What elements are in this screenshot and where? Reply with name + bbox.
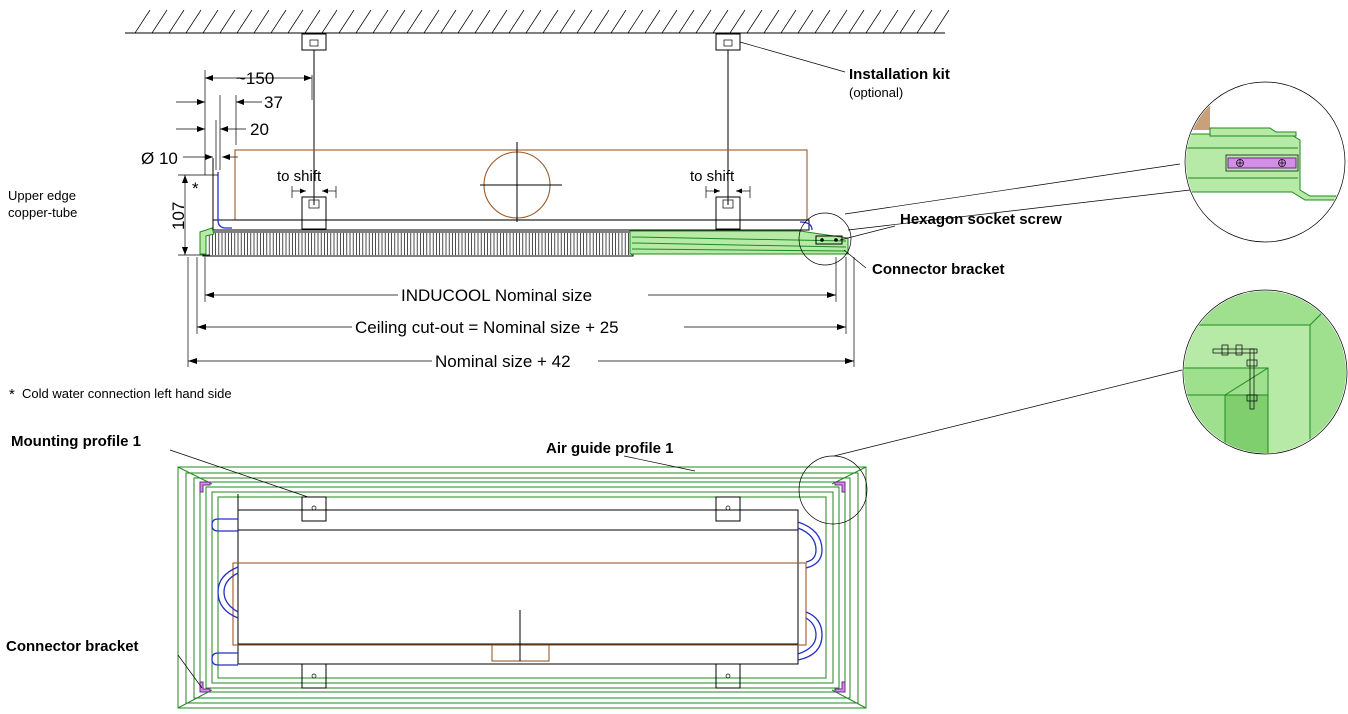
dim-d10-label: Ø 10 <box>141 149 178 168</box>
hexagon-socket-screw-label: Hexagon socket screw <box>900 211 1062 228</box>
ceiling-hatch-line <box>882 9 899 34</box>
dim-20-label: 20 <box>250 120 269 139</box>
ceiling-hatch-line <box>610 9 627 34</box>
ceiling-hatch-line <box>202 9 219 34</box>
ceiling-hatch-line <box>440 9 457 34</box>
to-shift-right-label: to shift <box>690 168 735 185</box>
ceiling-hatch-line <box>848 9 865 34</box>
ceiling-hatch-line <box>831 9 848 34</box>
ceiling-hatch-line <box>151 9 168 34</box>
ceiling-hatch-line <box>372 9 389 34</box>
to-shift-left-label: to shift <box>277 168 322 185</box>
ceiling-hatch-line <box>933 9 950 34</box>
ceiling-hatch-line <box>236 9 253 34</box>
ceiling <box>125 9 950 34</box>
to-shift-markers: to shift to shift <box>277 168 751 198</box>
ceiling-hatch-line <box>304 9 321 34</box>
ceiling-hatch-line <box>491 9 508 34</box>
connector-bracket-bottom-label: Connector bracket <box>6 638 139 655</box>
air-guide-frame <box>199 481 846 693</box>
ceiling-hatch-line <box>457 9 474 34</box>
detail-view-corner <box>833 289 1348 457</box>
ceiling-hatch-line <box>746 9 763 34</box>
ceiling-hatch-line <box>338 9 355 34</box>
ceiling-hatch-line <box>729 9 746 34</box>
ceiling-hatch-line <box>389 9 406 34</box>
dim-37-label: 37 <box>264 93 283 112</box>
ceiling-hatch-line <box>287 9 304 34</box>
cold-water-note: Cold water connection left hand side <box>22 386 232 401</box>
dim-150-label: ~150 <box>236 69 274 88</box>
ceiling-cutout-label: Ceiling cut-out = Nominal size + 25 <box>355 318 619 337</box>
ceiling-hatch-line <box>916 9 933 34</box>
air-guide-frame <box>205 486 840 689</box>
ceiling-hatch-line <box>253 9 270 34</box>
ceiling-hatch-line <box>627 9 644 34</box>
ceiling-hatch-line <box>542 9 559 34</box>
connector-bracket-top-label: Connector bracket <box>872 261 1005 278</box>
ceiling-hatch-line <box>576 9 593 34</box>
air-guide-frame <box>193 477 851 699</box>
ceiling-hatch-line <box>474 9 491 34</box>
ceiling-hatch-line <box>406 9 423 34</box>
ceiling-hatch-line <box>797 9 814 34</box>
ceiling-hatch-line <box>270 9 287 34</box>
ceiling-hatch-line <box>763 9 780 34</box>
cold-water-asterisk: * <box>9 386 15 403</box>
air-guide-frame <box>217 496 827 679</box>
horizontal-dimensions: INDUCOOL Nominal size Ceiling cut-out = … <box>187 257 855 371</box>
air-guide-profile-label: Air guide profile 1 <box>546 440 674 457</box>
ceiling-hatch-line <box>712 9 729 34</box>
air-guide-frame <box>177 466 867 709</box>
ceiling-hatch-line <box>423 9 440 34</box>
ceiling-hatch-line <box>321 9 338 34</box>
air-guide-frame <box>211 491 834 684</box>
installation-kit-label: Installation kit <box>849 66 950 83</box>
ceiling-hatch-line <box>185 9 202 34</box>
mounting-profile-label: Mounting profile 1 <box>11 433 141 450</box>
plan-view <box>177 455 868 709</box>
upper-edge-label: Upper edge <box>8 188 76 203</box>
dim-107-label: 107 <box>169 202 188 230</box>
installation-kit-hangers <box>301 33 741 205</box>
nominal-42-label: Nominal size + 42 <box>435 352 571 371</box>
ceiling-hatch-line <box>780 9 797 34</box>
ceiling-hatch-line <box>899 9 916 34</box>
ceiling-hatch-line <box>644 9 661 34</box>
ceiling-hatch-line <box>661 9 678 34</box>
ceiling-hatch-line <box>134 9 151 34</box>
ceiling-hatch-line <box>559 9 576 34</box>
ceiling-hatch-line <box>508 9 525 34</box>
ceiling-hatch-line <box>865 9 882 34</box>
ceiling-hatch-line <box>168 9 185 34</box>
ceiling-hatch-line <box>814 9 831 34</box>
ceiling-hatch-line <box>355 9 372 34</box>
ceiling-hatch-line <box>678 9 695 34</box>
inducool-nominal-label: INDUCOOL Nominal size <box>401 286 592 305</box>
ceiling-hatch-line <box>695 9 712 34</box>
optional-label: (optional) <box>849 85 903 100</box>
asterisk-mark: * <box>192 179 199 198</box>
ceiling-hatch-line <box>593 9 610 34</box>
copper-tube-label: copper-tube <box>8 205 77 220</box>
ceiling-hatch-line <box>525 9 542 34</box>
ceiling-hatch-line <box>219 9 236 34</box>
side-view-unit <box>199 142 852 266</box>
top-dimensions: ~150 37 20 Ø 10 107 * <box>141 69 313 256</box>
air-guide-frame <box>185 472 859 704</box>
